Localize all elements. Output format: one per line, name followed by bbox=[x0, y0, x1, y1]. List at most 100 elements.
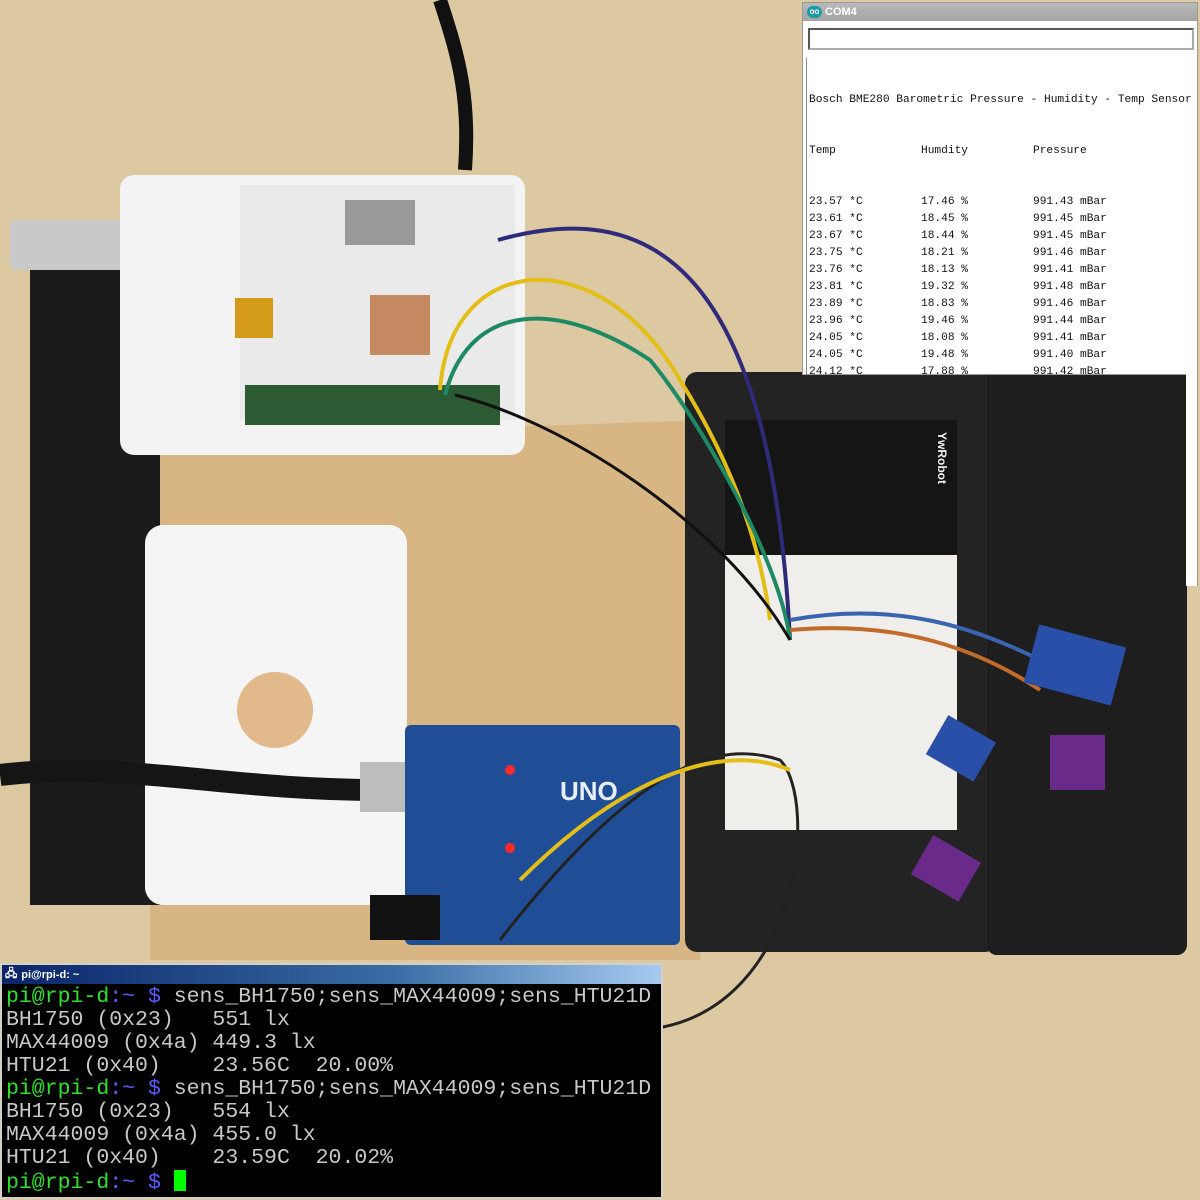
gpio-header bbox=[245, 385, 500, 425]
prompt-host: pi@rpi-d bbox=[6, 1171, 110, 1195]
serial-cell: 991.46 mBar bbox=[1033, 247, 1107, 259]
prompt-path: :~ bbox=[109, 985, 136, 1009]
serial-monitor-window: oo COM4 Bosch BME280 Barometric Pressure… bbox=[802, 2, 1198, 375]
ethernet-plug bbox=[10, 220, 130, 270]
output-text: BH1750 (0x23) 554 lx bbox=[6, 1100, 290, 1124]
bme280-sensor bbox=[1050, 735, 1105, 790]
htu21-sensor bbox=[910, 835, 981, 902]
terminal-output-line: BH1750 (0x23) 551 lx bbox=[6, 1009, 661, 1032]
prompt-symbol: $ bbox=[147, 1171, 161, 1195]
serial-cell: 991.45 mBar bbox=[1033, 230, 1107, 242]
serial-row: 23.67 *C 18.44 % 991.45 mBar bbox=[809, 228, 1197, 245]
serial-monitor-titlebar[interactable]: oo COM4 bbox=[803, 3, 1197, 21]
serial-cell: 23.75 *C bbox=[809, 247, 863, 259]
terminal-window: 🖧 pi@rpi-d: ~ pi@rpi-d:~ $ sens_BH1750;s… bbox=[0, 963, 663, 1199]
serial-output: Bosch BME280 Barometric Pressure - Humid… bbox=[806, 58, 1197, 374]
serial-cell: 24.05 *C bbox=[809, 332, 863, 344]
serial-row: 23.75 *C 18.21 % 991.46 mBar bbox=[809, 245, 1197, 262]
heatsink bbox=[370, 295, 430, 355]
serial-cell: 991.48 mBar bbox=[1033, 281, 1107, 293]
raspberry-logo bbox=[237, 672, 313, 748]
terminal-output-line: MAX44009 (0x4a) 455.0 lx bbox=[6, 1124, 661, 1147]
column-header: Temp bbox=[809, 145, 836, 157]
prompt-symbol: $ bbox=[147, 1077, 161, 1101]
arduino-logo-icon: oo bbox=[807, 6, 822, 18]
serial-header: Bosch BME280 Barometric Pressure - Humid… bbox=[809, 94, 1192, 106]
serial-row: 23.61 *C 18.45 % 991.45 mBar bbox=[809, 211, 1197, 228]
serial-cell: 991.41 mBar bbox=[1033, 264, 1107, 276]
serial-cell: 18.08 % bbox=[921, 332, 968, 344]
command-text: sens_BH1750;sens_MAX44009;sens_HTU21D bbox=[160, 1077, 652, 1101]
column-header: Humdity bbox=[921, 145, 968, 157]
serial-row: 23.81 *C 19.32 % 991.48 mBar bbox=[809, 279, 1197, 296]
serial-cell: 19.32 % bbox=[921, 281, 968, 293]
serial-cell: 24.05 *C bbox=[809, 349, 863, 361]
terminal-output[interactable]: pi@rpi-d:~ $ sens_BH1750;sens_MAX44009;s… bbox=[2, 984, 661, 1195]
serial-cell: 23.67 *C bbox=[809, 230, 863, 242]
terminal-output-line: HTU21 (0x40) 23.56C 20.00% bbox=[6, 1055, 661, 1078]
serial-row: 24.05 *C 18.08 % 991.41 mBar bbox=[809, 330, 1197, 347]
serial-cell: 991.44 mBar bbox=[1033, 315, 1107, 327]
max44009-sensor bbox=[925, 715, 996, 782]
serial-row: 24.05 *C 19.48 % 991.40 mBar bbox=[809, 347, 1197, 364]
prompt-path: :~ bbox=[109, 1171, 136, 1195]
power-module-label: YwRobot bbox=[935, 432, 949, 484]
serial-cell: 991.40 mBar bbox=[1033, 349, 1107, 361]
serial-cell: 18.21 % bbox=[921, 247, 968, 259]
serial-cell: 991.42 mBar bbox=[1033, 366, 1107, 374]
terminal-command-line: pi@rpi-d:~ $ sens_BH1750;sens_MAX44009;s… bbox=[6, 1078, 661, 1101]
serial-cell: 991.45 mBar bbox=[1033, 213, 1107, 225]
serial-cell: 991.46 mBar bbox=[1033, 298, 1107, 310]
serial-cell: 24.12 *C bbox=[809, 366, 863, 374]
terminal-output-line: BH1750 (0x23) 554 lx bbox=[6, 1101, 661, 1124]
terminal-command-line: pi@rpi-d:~ $ sens_BH1750;sens_MAX44009;s… bbox=[6, 986, 661, 1009]
bh1750-sensor bbox=[1023, 624, 1127, 706]
prompt-host: pi@rpi-d bbox=[6, 1077, 110, 1101]
serial-cell: 18.44 % bbox=[921, 230, 968, 242]
serial-cell: 23.76 *C bbox=[809, 264, 863, 276]
command-text bbox=[161, 1171, 174, 1195]
arduino-label: UNO bbox=[560, 776, 618, 806]
command-text: sens_BH1750;sens_MAX44009;sens_HTU21D bbox=[160, 985, 652, 1009]
serial-cell: 17.46 % bbox=[921, 196, 968, 208]
usb-cable bbox=[0, 759, 381, 801]
serial-row: 23.76 *C 18.13 % 991.41 mBar bbox=[809, 262, 1197, 279]
power-cable bbox=[433, 0, 474, 171]
serial-cell: 18.45 % bbox=[921, 213, 968, 225]
window-title: pi@rpi-d: ~ bbox=[21, 968, 80, 981]
output-text: BH1750 (0x23) 551 lx bbox=[6, 1008, 290, 1032]
serial-row: 23.96 *C 19.46 % 991.44 mBar bbox=[809, 313, 1197, 330]
prompt-path: :~ bbox=[109, 1077, 136, 1101]
serial-row: 24.12 *C 17.88 % 991.42 mBar bbox=[809, 364, 1197, 374]
output-text: HTU21 (0x40) 23.59C 20.02% bbox=[6, 1146, 394, 1170]
output-text: MAX44009 (0x4a) 449.3 lx bbox=[6, 1031, 316, 1055]
serial-send-input[interactable] bbox=[808, 28, 1194, 50]
serial-cell: 18.83 % bbox=[921, 298, 968, 310]
serial-cell: 23.81 *C bbox=[809, 281, 863, 293]
serial-window-edge bbox=[1186, 374, 1198, 586]
terminal-cursor bbox=[173, 1170, 186, 1191]
serial-cell: 17.88 % bbox=[921, 366, 968, 374]
window-title: COM4 bbox=[825, 6, 857, 18]
output-text: HTU21 (0x40) 23.56C 20.00% bbox=[6, 1054, 394, 1078]
serial-cell: 23.96 *C bbox=[809, 315, 863, 327]
serial-cell: 19.48 % bbox=[921, 349, 968, 361]
serial-row: 23.89 *C 18.83 % 991.46 mBar bbox=[809, 296, 1197, 313]
serial-cell: 19.46 % bbox=[921, 315, 968, 327]
prompt-host: pi@rpi-d bbox=[6, 985, 110, 1009]
serial-cell: 23.57 *C bbox=[809, 196, 863, 208]
putty-icon: 🖧 bbox=[5, 968, 18, 980]
serial-cell: 23.89 *C bbox=[809, 298, 863, 310]
terminal-output-line: HTU21 (0x40) 23.59C 20.02% bbox=[6, 1147, 661, 1170]
prompt-symbol: $ bbox=[147, 985, 161, 1009]
serial-cell: 23.61 *C bbox=[809, 213, 863, 225]
serial-row: 23.57 *C 17.46 % 991.43 mBar bbox=[809, 194, 1197, 211]
terminal-command-line: pi@rpi-d:~ $ bbox=[6, 1170, 661, 1195]
serial-cell: 991.41 mBar bbox=[1033, 332, 1107, 344]
output-text: MAX44009 (0x4a) 455.0 lx bbox=[6, 1123, 316, 1147]
serial-cell: 991.43 mBar bbox=[1033, 196, 1107, 208]
serial-cell: 18.13 % bbox=[921, 264, 968, 276]
terminal-titlebar[interactable]: 🖧 pi@rpi-d: ~ bbox=[2, 965, 661, 984]
arduino-board bbox=[405, 725, 680, 945]
